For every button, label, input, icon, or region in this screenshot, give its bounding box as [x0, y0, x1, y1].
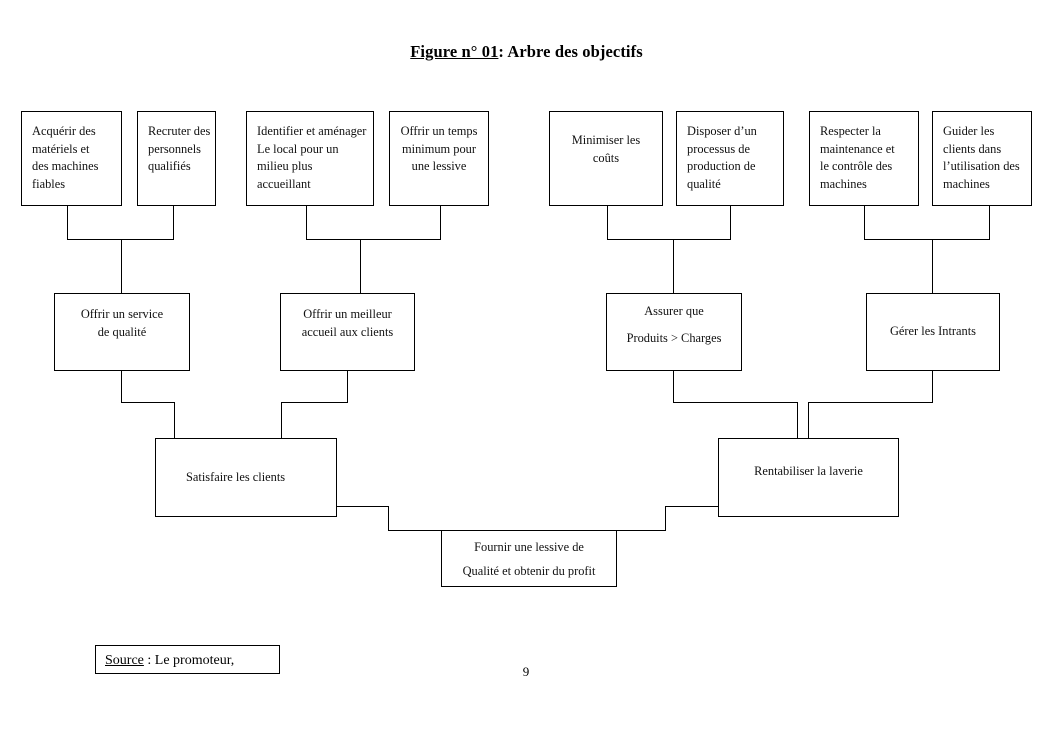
node-label: Minimiser les coûts: [571, 133, 641, 165]
node-disposer-processus-production[interactable]: Disposer d’un processus de production de…: [676, 111, 784, 206]
figure-title: Figure n° 01: Arbre des objectifs: [0, 42, 1053, 62]
node-label: Offrir un temps minimum pour une lessive: [400, 124, 478, 174]
node-satisfaire-clients[interactable]: Satisfaire les clients: [155, 438, 337, 517]
node-label: Acquérir des matériels et des machines f…: [32, 124, 99, 191]
connector-line: [121, 371, 122, 403]
figure-title-rest: : Arbre des objectifs: [498, 42, 643, 61]
connector-line: [673, 371, 674, 403]
connector-line: [281, 402, 282, 439]
node-label: Disposer d’un processus de production de…: [687, 124, 757, 191]
connector-line: [730, 206, 731, 240]
connector-line: [932, 239, 933, 293]
node-label: Fournir une lessive de Qualité et obteni…: [462, 539, 596, 578]
connector-line: [360, 239, 361, 293]
connector-line: [808, 402, 809, 439]
node-label: Respecter la maintenance et le contrôle …: [820, 124, 895, 191]
page-number: 9: [522, 664, 530, 679]
node-offrir-meilleur-accueil[interactable]: Offrir un meilleur accueil aux clients: [280, 293, 415, 371]
node-label: Offrir un service de qualité: [80, 307, 164, 339]
connector-line: [173, 206, 174, 240]
connector-line: [607, 239, 731, 240]
source-label: Source: [105, 653, 144, 668]
node-identifier-amenager-local[interactable]: Identifier et aménager Le local pour un …: [246, 111, 374, 206]
connector-line: [306, 206, 307, 240]
connector-line: [174, 402, 175, 439]
node-label: Rentabiliser la laverie: [754, 463, 863, 478]
connector-line: [121, 402, 175, 403]
node-gerer-intrants[interactable]: Gérer les Intrants: [866, 293, 1000, 371]
node-label: Offrir un meilleur accueil aux clients: [301, 307, 394, 339]
node-respecter-maintenance[interactable]: Respecter la maintenance et le contrôle …: [809, 111, 919, 206]
connector-line: [67, 239, 174, 240]
connector-line: [337, 506, 389, 507]
node-label: Identifier et aménager Le local pour un …: [257, 124, 367, 191]
connector-line: [121, 239, 122, 293]
node-fournir-lessive[interactable]: Fournir une lessive de Qualité et obteni…: [441, 530, 617, 587]
figure-title-underlined: Figure n° 01: [410, 42, 499, 61]
node-guider-clients[interactable]: Guider les clients dans l’utilisation de…: [932, 111, 1032, 206]
connector-line: [989, 206, 990, 240]
node-assurer-produits-charges[interactable]: Assurer que Produits > Charges: [606, 293, 742, 371]
source-value: : Le promoteur,: [143, 653, 235, 668]
node-recruter-personnels[interactable]: Recruter des personnels qualifiés: [137, 111, 216, 206]
node-label: Gérer les Intrants: [889, 324, 976, 339]
connector-line: [607, 206, 608, 240]
connector-line: [281, 402, 348, 403]
connector-line: [864, 206, 865, 240]
source-caption: Source : Le promoteur,: [95, 645, 280, 674]
node-rentabiliser-laverie[interactable]: Rentabiliser la laverie: [718, 438, 899, 517]
node-label: Assurer que Produits > Charges: [626, 304, 722, 345]
connector-line: [388, 530, 442, 531]
connector-line: [797, 402, 798, 439]
node-label: Satisfaire les clients: [186, 469, 286, 484]
connector-line: [616, 530, 666, 531]
connector-line: [808, 402, 933, 403]
connector-line: [673, 402, 798, 403]
connector-line: [440, 206, 441, 240]
node-minimiser-couts[interactable]: Minimiser les coûts: [549, 111, 663, 206]
connector-line: [665, 506, 719, 507]
node-acquerir-materiels[interactable]: Acquérir des matériels et des machines f…: [21, 111, 122, 206]
connector-line: [864, 239, 990, 240]
connector-line: [388, 506, 389, 531]
node-label: Guider les clients dans l’utilisation de…: [943, 124, 1020, 191]
connector-line: [932, 371, 933, 403]
connector-line: [665, 506, 666, 531]
node-offrir-temps-minimum[interactable]: Offrir un temps minimum pour une lessive: [389, 111, 489, 206]
connector-line: [673, 239, 674, 293]
connector-line: [306, 239, 441, 240]
connector-line: [347, 371, 348, 403]
node-offrir-service-qualite[interactable]: Offrir un service de qualité: [54, 293, 190, 371]
connector-line: [67, 206, 68, 240]
node-label: Recruter des personnels qualifiés: [148, 124, 211, 174]
